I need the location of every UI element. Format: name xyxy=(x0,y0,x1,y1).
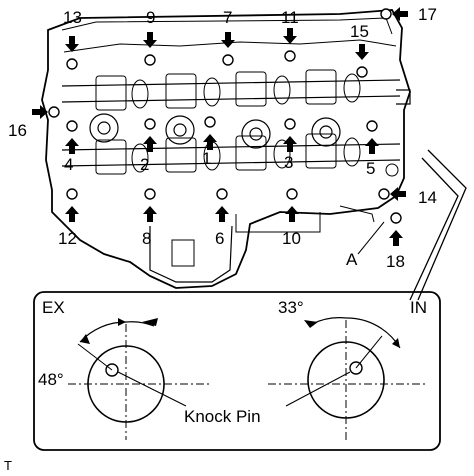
bolt-label-4: 4 xyxy=(64,155,73,174)
bolt-label-14: 14 xyxy=(418,188,437,207)
part-label-a: A xyxy=(346,250,358,269)
bolt-label-9: 9 xyxy=(146,8,155,27)
bolt-label-1: 1 xyxy=(202,149,211,168)
part-a-leader xyxy=(357,221,385,255)
bolt-label-13: 13 xyxy=(63,8,82,27)
bolt-label-2: 2 xyxy=(140,155,149,174)
detail-callout-lines xyxy=(409,149,467,301)
knock-pin-leader-ex xyxy=(117,371,187,407)
bolt-label-12: 12 xyxy=(58,229,77,248)
bolt-label-18: 18 xyxy=(386,252,405,271)
bolt-label-11: 11 xyxy=(281,8,299,27)
bolt-label-15: 15 xyxy=(350,22,369,41)
arrow-bolt-2 xyxy=(143,136,157,152)
bolt-label-17: 17 xyxy=(418,5,437,24)
arrow-bolt-18 xyxy=(389,230,403,246)
in-knock-pin xyxy=(349,361,363,375)
ex-knock-pin xyxy=(105,363,119,377)
arrow-bolt-13 xyxy=(65,36,79,52)
bolt-label-10: 10 xyxy=(282,229,301,248)
in-label: IN xyxy=(410,298,427,317)
arrow-bolt-15 xyxy=(355,44,369,60)
ex-camshaft-end xyxy=(68,318,212,440)
arrow-bolt-10 xyxy=(285,206,299,222)
arrow-bolt-5 xyxy=(365,138,379,154)
bolt-label-8: 8 xyxy=(142,229,151,248)
in-camshaft-end xyxy=(268,317,428,440)
ex-angle-label: 48° xyxy=(38,370,64,389)
arrow-bolt-7 xyxy=(221,32,235,48)
arrow-bolt-11 xyxy=(283,28,297,44)
bolt-labels: 13 9 7 11 15 17 16 4 2 1 3 5 14 12 8 6 1… xyxy=(8,5,437,271)
bolt-label-6: 6 xyxy=(215,229,224,248)
in-angle-label: 33° xyxy=(278,298,304,317)
detail-box-frame xyxy=(33,291,441,451)
bolt-label-3: 3 xyxy=(284,153,293,172)
arrow-bolt-6 xyxy=(215,206,229,222)
cylinder-head-illustration xyxy=(41,8,411,289)
arrow-bolt-12 xyxy=(65,206,79,222)
arrow-bolt-17 xyxy=(392,7,408,21)
knock-pin-label: Knock Pin xyxy=(184,407,261,426)
arrow-bolt-4 xyxy=(65,138,79,154)
arrow-bolt-8 xyxy=(143,206,157,222)
bolt-label-5: 5 xyxy=(366,159,375,178)
ex-label: EX xyxy=(42,298,65,317)
arrow-bolt-3 xyxy=(283,136,297,152)
detail-box: EX IN 33° 48° xyxy=(33,291,441,451)
bolt-label-7: 7 xyxy=(223,8,232,27)
arrow-bolt-16 xyxy=(32,105,48,119)
knock-pin-leader-in xyxy=(285,371,351,407)
bolt-label-16: 16 xyxy=(8,121,27,140)
corner-mark: T xyxy=(4,458,12,473)
